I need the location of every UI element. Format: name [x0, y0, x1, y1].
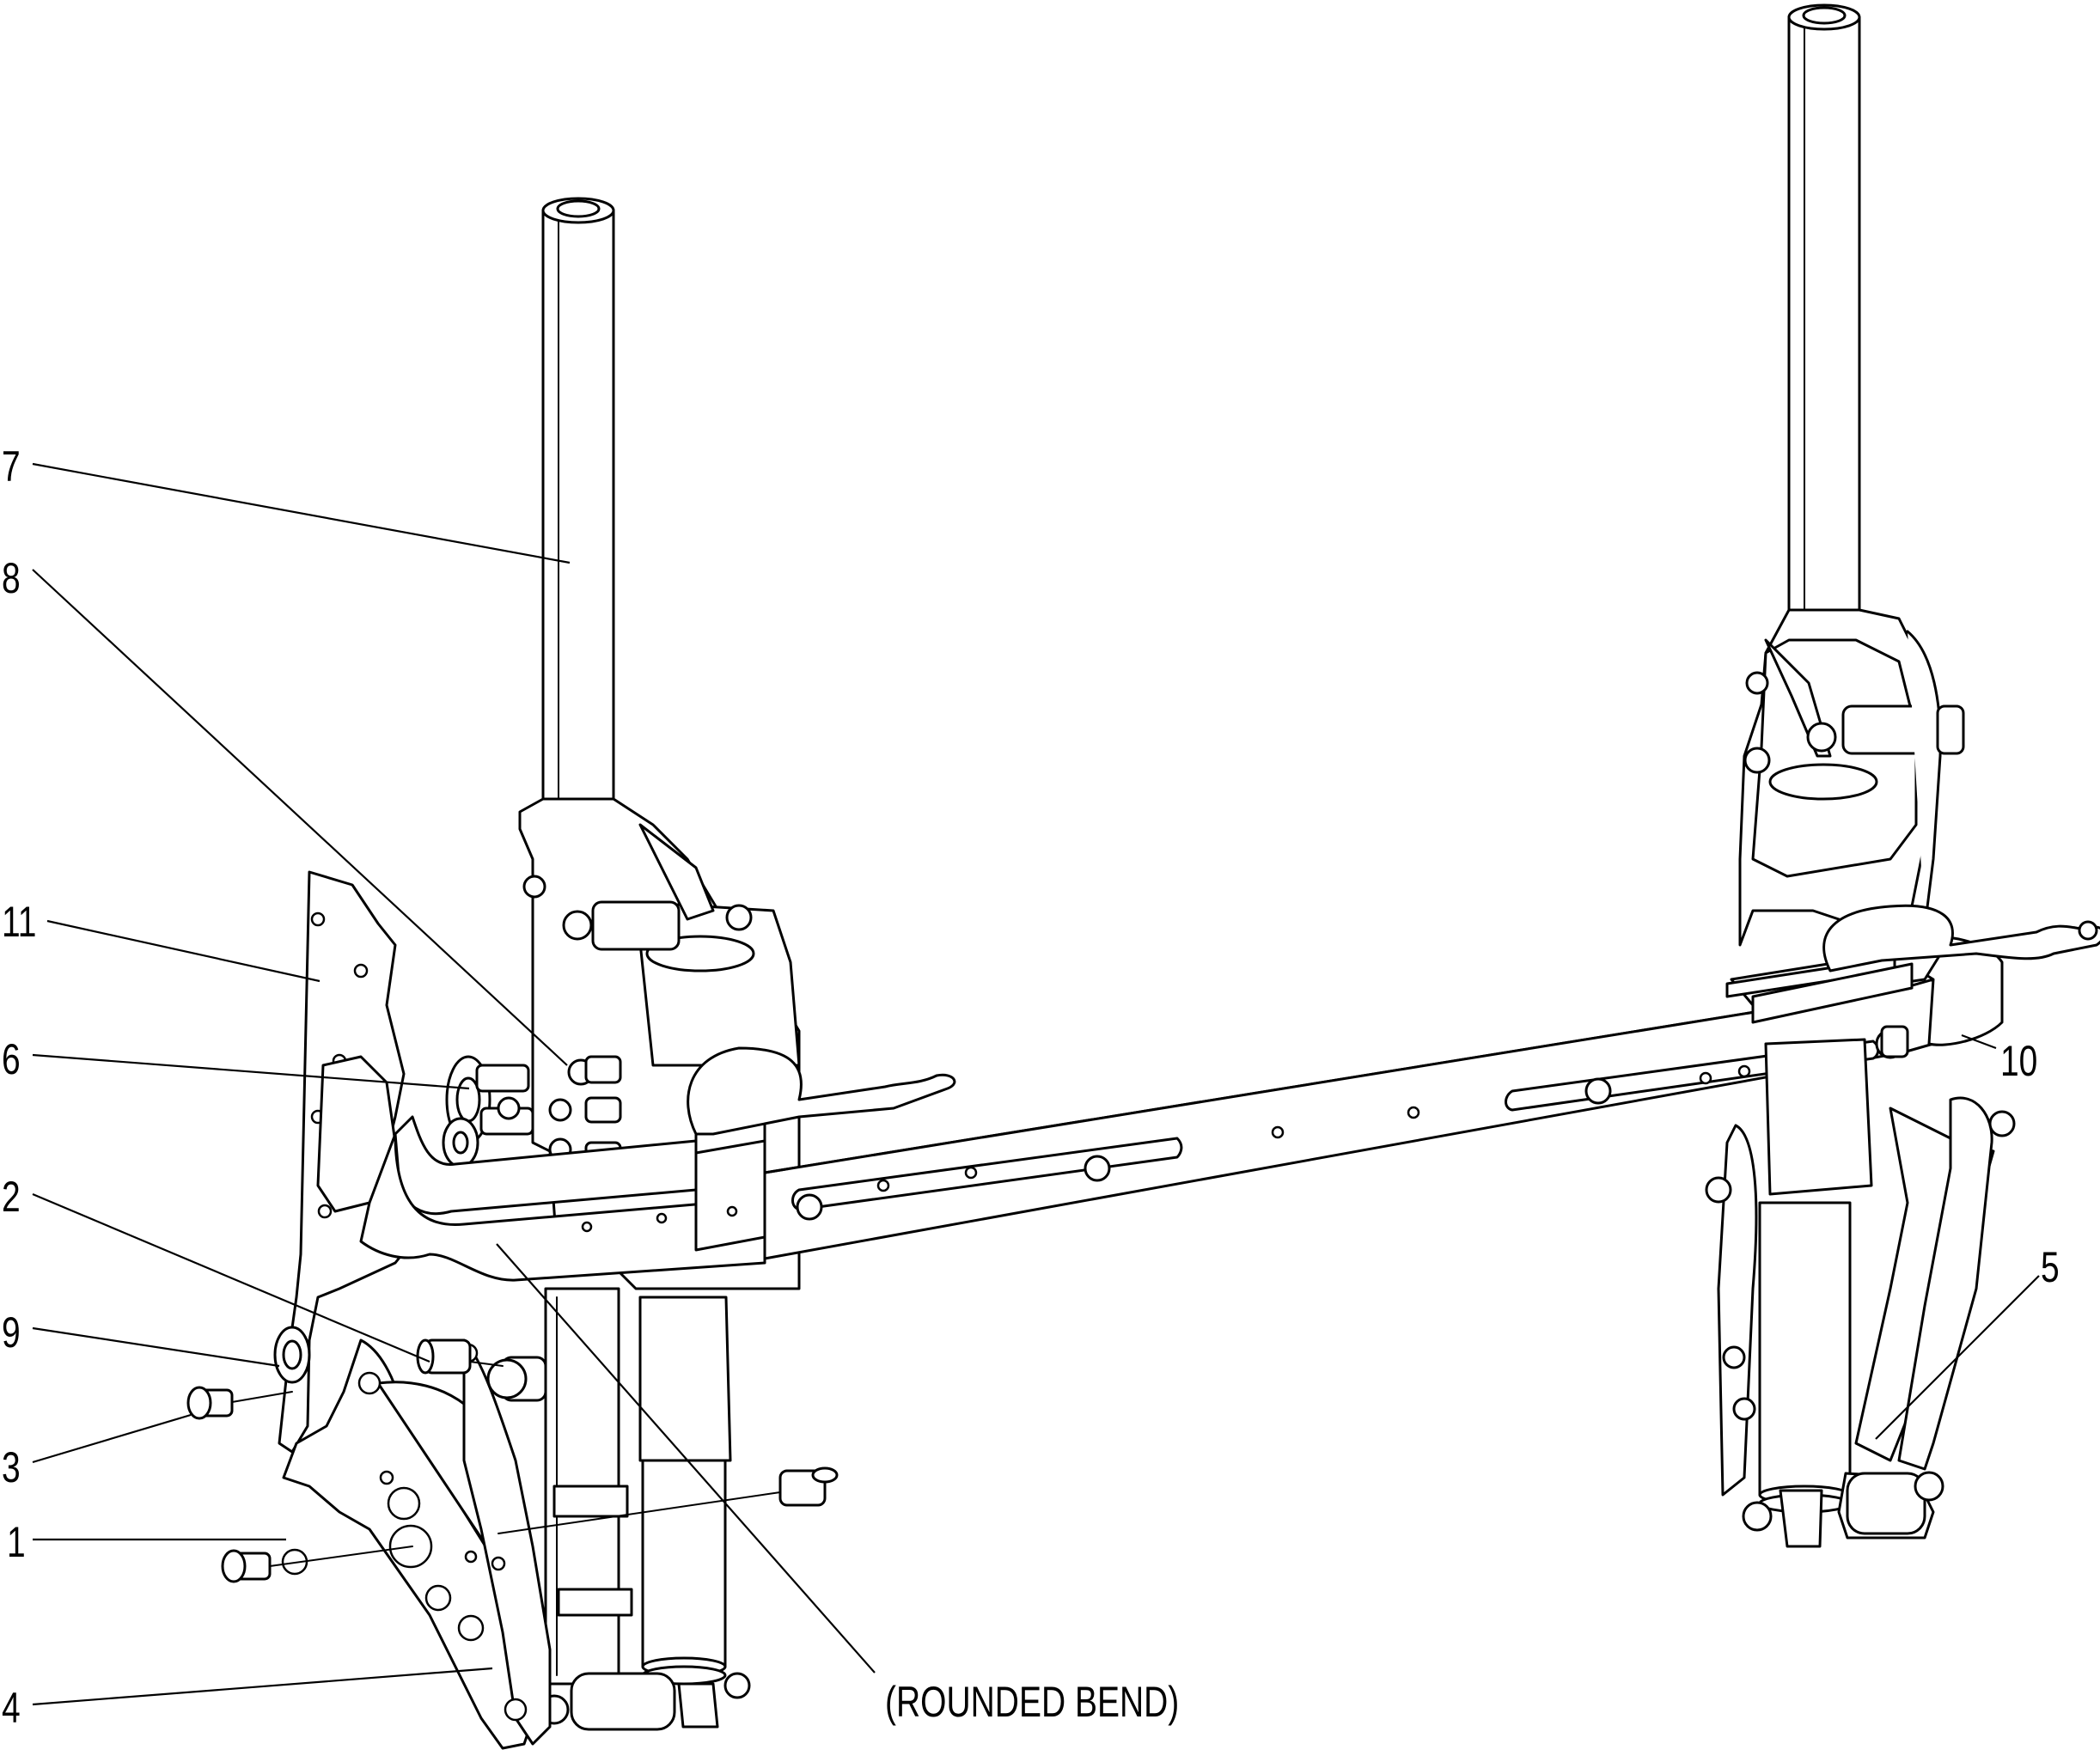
right-lower-assembly: [1705, 1038, 2016, 1548]
left-flange-hardware: [442, 1055, 534, 1168]
leader-10: [1961, 1033, 1997, 1050]
callout-7: 7: [2, 442, 21, 491]
callout-labels: 7 8 11 6 2 9 3 1 4 10 5 (ROUNDED BEND): [2, 442, 2060, 1732]
leader-8: [32, 569, 568, 1066]
left-handle-loop: [687, 1046, 956, 1136]
hanger-arm-and-plate: [273, 1326, 552, 1750]
leader-2: [32, 1192, 430, 1363]
callout-5: 5: [2041, 1242, 2060, 1291]
left-lower-tube: [539, 1287, 751, 1731]
right-post: [1787, 3, 1861, 655]
leader-4: [32, 1667, 493, 1706]
main-crossbar: [359, 935, 2004, 1282]
leader-5: [1875, 1275, 2040, 1440]
callout-9: 9: [2, 1308, 21, 1357]
callout-8: 8: [2, 553, 21, 602]
leader-6: [32, 1053, 470, 1090]
leader-lines: [32, 462, 2040, 1706]
callout-2: 2: [2, 1172, 21, 1221]
leader-9: [32, 1326, 280, 1368]
right-handle-loop: [1822, 904, 2100, 973]
leader-rounded-bend: [496, 1243, 876, 1674]
left-post: [541, 197, 615, 839]
callout-1: 1: [7, 1517, 26, 1566]
side-plate: [278, 870, 431, 1454]
leader-11: [46, 919, 320, 983]
callout-rounded-bend: (ROUNDED BEND): [885, 1677, 1179, 1726]
leader-7: [32, 462, 571, 564]
leader-3: [32, 1413, 192, 1464]
callout-11: 11: [2, 897, 36, 946]
callout-6: 6: [2, 1034, 21, 1083]
callout-4: 4: [2, 1683, 21, 1732]
callout-3: 3: [2, 1442, 21, 1491]
callout-10: 10: [2000, 1036, 2037, 1085]
right-bracket-housing: [1738, 608, 1965, 947]
